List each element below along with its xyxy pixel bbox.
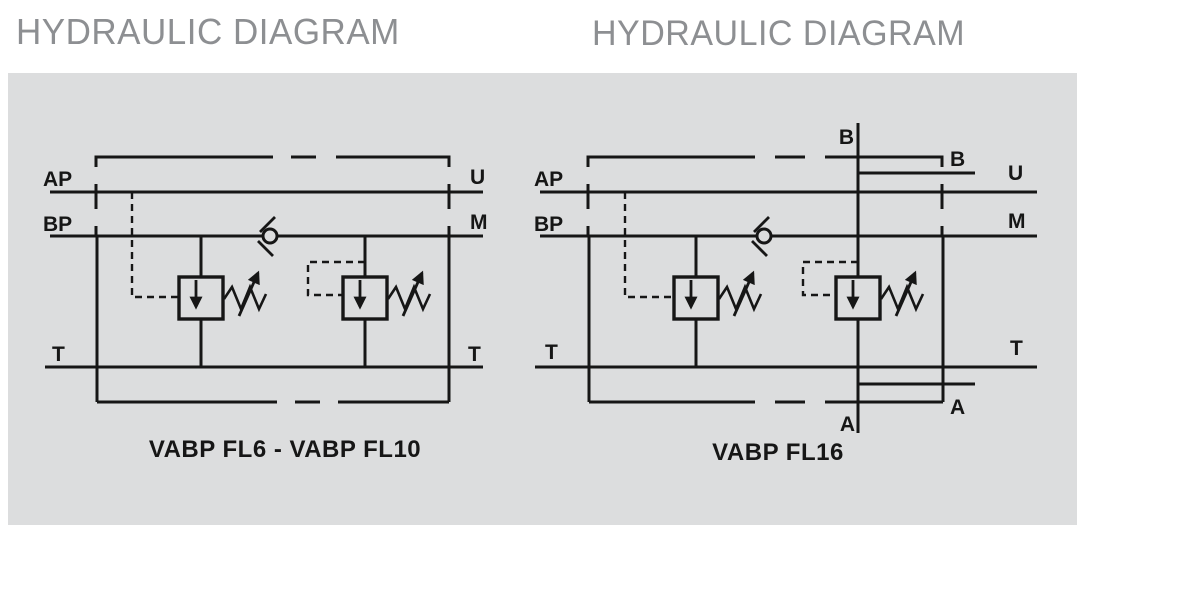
valve1-pilot-line (623, 192, 674, 299)
page-title-right: HYDRAULIC DIAGRAM (592, 14, 966, 54)
diagram-left: AP BP T U M T (43, 155, 488, 404)
bp-port-label: BP (534, 213, 563, 236)
u-port-label: U (470, 166, 485, 189)
valve2-adjust-arrow (894, 270, 917, 317)
valve2-adjust-arrow (401, 270, 424, 317)
boundary-top-right-segment (825, 155, 944, 167)
page-title-left: HYDRAULIC DIAGRAM (16, 12, 400, 53)
relief-valve-2 (306, 236, 432, 367)
check-valve (257, 216, 279, 257)
valve1-body (177, 275, 225, 321)
caption-left-model: VABP FL6 - VABP FL10 (148, 436, 422, 463)
b-port-label-top: B (839, 126, 854, 149)
ap-port-label: AP (534, 168, 563, 191)
a-port-label-bottom: A (840, 413, 855, 436)
check-valve (751, 216, 773, 257)
relief-valve-1 (130, 192, 268, 367)
caption-right-model: VABP FL16 (712, 439, 844, 466)
t-port-label-right: T (1010, 337, 1023, 360)
valve2-body (834, 275, 882, 321)
a-port-label-side: A (950, 396, 965, 419)
valve1-adjust-arrow (237, 270, 260, 317)
check-valve-seat (751, 216, 770, 257)
diagram-right: AP BP T U M T B B A A (534, 123, 1037, 436)
boundary-top-left-segment (94, 155, 273, 167)
t-port-label-right: T (468, 343, 481, 366)
valve1-pilot-line (130, 192, 179, 299)
valve2-pilot-line (801, 260, 858, 297)
check-valve-ball (261, 227, 279, 245)
u-port-label: U (1008, 162, 1023, 185)
t-port-label-left: T (52, 343, 65, 366)
boundary-top-right-segment (336, 155, 451, 167)
check-valve-seat (257, 216, 276, 257)
bp-port-label: BP (43, 213, 72, 236)
valve1-adjust-arrow (732, 270, 755, 317)
ap-port-label: AP (43, 168, 72, 191)
t-port-label-left: T (545, 341, 558, 364)
boundary-top-left-segment (586, 155, 755, 167)
diagram-panel (8, 73, 1077, 525)
b-port-label-side: B (950, 148, 965, 171)
valve2-pilot-line (306, 260, 365, 297)
m-port-label: M (1008, 210, 1026, 233)
m-port-label: M (470, 211, 488, 234)
relief-valve-2 (801, 260, 925, 321)
check-valve-ball (755, 227, 773, 245)
valve1-body (672, 275, 720, 321)
relief-valve-1 (623, 192, 763, 367)
valve2-body (341, 275, 389, 321)
